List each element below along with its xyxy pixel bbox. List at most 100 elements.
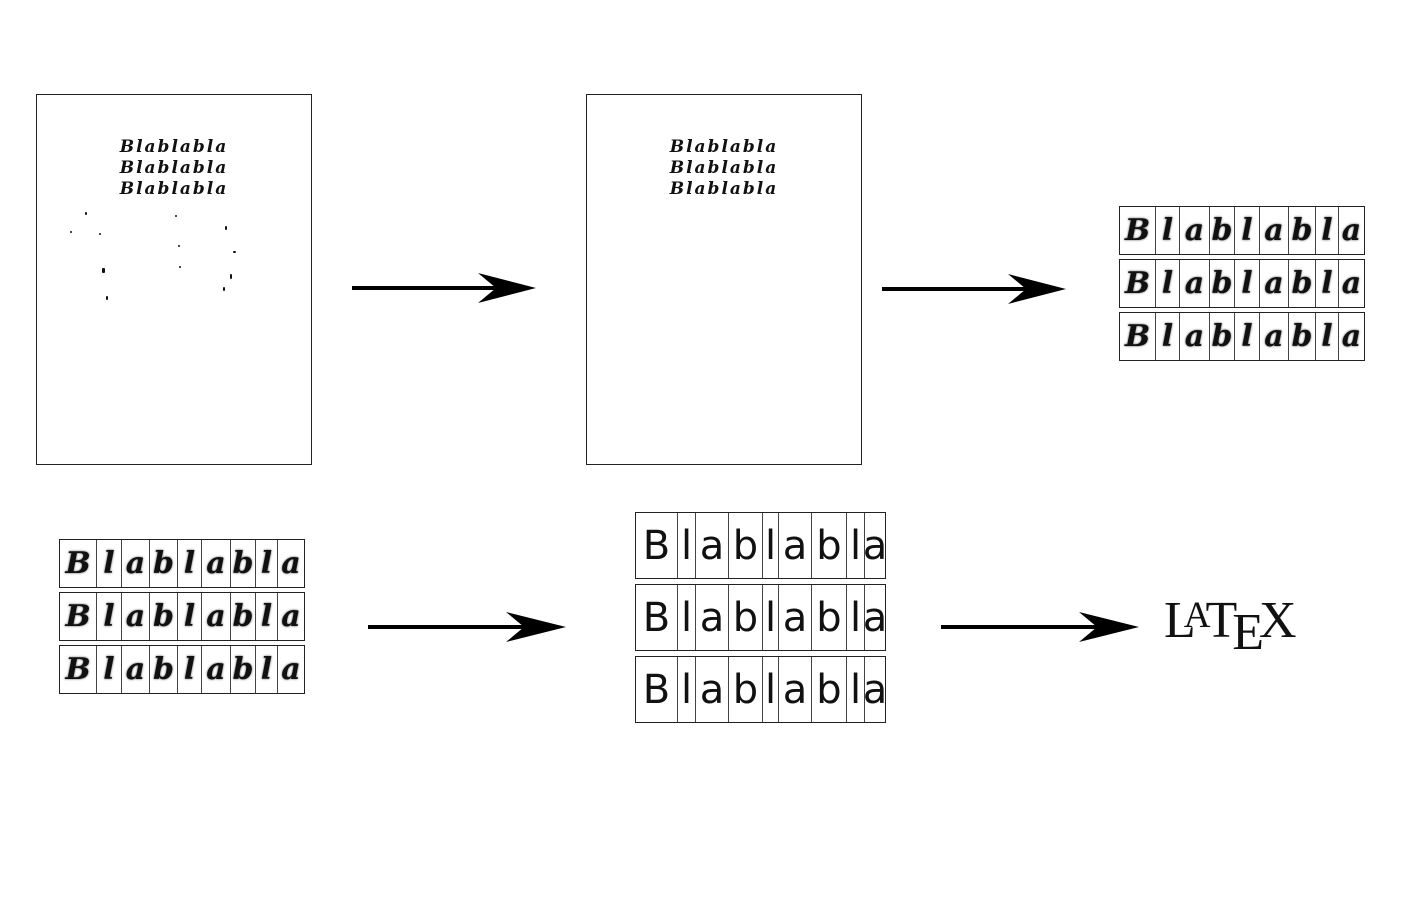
- glyph-cell: b: [728, 657, 762, 722]
- noise-speck: [99, 233, 101, 235]
- glyph-cell: b: [811, 657, 846, 722]
- glyph-cell: l: [255, 593, 277, 640]
- noise-speck: [225, 226, 227, 230]
- noise-speck: [178, 245, 180, 247]
- glyph-cell: a: [1179, 260, 1209, 307]
- noise-speck: [233, 251, 236, 253]
- glyph-cell: b: [728, 513, 762, 578]
- glyph-cell: b: [1288, 313, 1315, 360]
- glyph-cell: a: [277, 593, 304, 640]
- glyph-cell: a: [864, 513, 885, 578]
- glyph-cell: a: [1338, 313, 1364, 360]
- glyph-cell: B: [65, 652, 91, 687]
- glyph-cell: l: [1234, 207, 1259, 254]
- glyph-cell: l: [1315, 313, 1338, 360]
- noise-speck: [85, 212, 87, 215]
- noise-speck: [175, 215, 177, 217]
- glyph-cell: B: [1124, 319, 1151, 354]
- glyph-cell: l: [677, 513, 695, 578]
- glyph-cell: b: [1209, 313, 1234, 360]
- glyph-cell: l: [846, 657, 864, 722]
- latex-logo-letter: E: [1232, 604, 1265, 661]
- glyph-cell: l: [762, 513, 778, 578]
- glyph-cell: l: [255, 646, 277, 693]
- glyph-cell: l: [846, 513, 864, 578]
- glyph-cell: b: [811, 585, 846, 650]
- glyph-cell: a: [201, 646, 230, 693]
- glyph-cell: a: [778, 585, 811, 650]
- glyph-row: Blablabla: [635, 584, 886, 651]
- page-text-line: Blablabla: [669, 137, 779, 157]
- glyph-cell: a: [695, 585, 728, 650]
- glyph-cell: a: [201, 540, 230, 587]
- glyph-cell: b: [1288, 207, 1315, 254]
- page-text-block: Blablabla Blablabla Blablabla: [587, 137, 861, 200]
- glyph-cell: a: [277, 646, 304, 693]
- glyph-cell: l: [1234, 313, 1259, 360]
- page-text-line: Blablabla: [119, 179, 229, 199]
- glyph-cell: a: [695, 513, 728, 578]
- page-text-line: Blablabla: [669, 158, 779, 178]
- glyph-cell: l: [1234, 260, 1259, 307]
- glyph-cell: l: [677, 657, 695, 722]
- latex-logo: LATEX: [1164, 592, 1297, 659]
- glyph-cell: a: [778, 657, 811, 722]
- glyph-cell: B: [1124, 213, 1151, 248]
- noise-speck: [230, 274, 232, 279]
- glyph-cell: b: [149, 593, 177, 640]
- latex-logo-letter: X: [1259, 592, 1297, 649]
- glyph-cell: b: [230, 646, 255, 693]
- arrow-right-icon: [882, 274, 1066, 304]
- latex-logo-letter: A: [1183, 595, 1211, 636]
- glyph-cell: l: [177, 646, 201, 693]
- glyph-cell: l: [1155, 260, 1179, 307]
- glyph-cell: a: [1259, 260, 1288, 307]
- glyph-cell: B: [65, 546, 91, 581]
- glyph-cell: l: [177, 540, 201, 587]
- noise-speck: [223, 287, 225, 291]
- glyph-cell: l: [1155, 313, 1179, 360]
- arrow-right-icon: [352, 273, 536, 303]
- glyph-cell: b: [728, 585, 762, 650]
- glyph-cell: b: [811, 513, 846, 578]
- glyph-cell: l: [255, 540, 277, 587]
- glyph-cell: l: [96, 540, 121, 587]
- glyph-row: Blablabla: [635, 656, 886, 723]
- glyph-cell: a: [778, 513, 811, 578]
- latex-logo-letter: T: [1205, 592, 1238, 649]
- arrow-right-icon: [368, 612, 566, 642]
- glyph-cell: a: [1179, 207, 1209, 254]
- glyph-cell: l: [677, 585, 695, 650]
- glyph-cell: a: [121, 593, 149, 640]
- glyph-cell: B: [642, 666, 671, 713]
- glyph-cell: B: [642, 594, 671, 641]
- glyph-cell: l: [762, 585, 778, 650]
- noise-speck: [106, 296, 108, 300]
- glyph-cell: b: [149, 646, 177, 693]
- noise-speck: [102, 268, 105, 273]
- glyph-cell: a: [121, 540, 149, 587]
- glyph-cell: b: [1209, 207, 1234, 254]
- glyph-cell: a: [1179, 313, 1209, 360]
- page-text-block: Blablabla Blablabla Blablabla: [37, 137, 311, 200]
- noise-speck: [70, 231, 72, 233]
- glyph-cell: b: [230, 593, 255, 640]
- glyph-cell: l: [846, 585, 864, 650]
- glyph-cell: a: [864, 585, 885, 650]
- glyph-cell: l: [96, 593, 121, 640]
- glyph-cell: l: [1155, 207, 1179, 254]
- glyph-cell: a: [121, 646, 149, 693]
- glyph-cell: B: [65, 599, 91, 634]
- arrow-right-icon: [941, 612, 1139, 642]
- glyph-cell: a: [201, 593, 230, 640]
- noise-speck: [179, 266, 181, 268]
- glyph-cell: l: [1315, 207, 1338, 254]
- glyph-cell: b: [230, 540, 255, 587]
- glyph-cell: a: [695, 657, 728, 722]
